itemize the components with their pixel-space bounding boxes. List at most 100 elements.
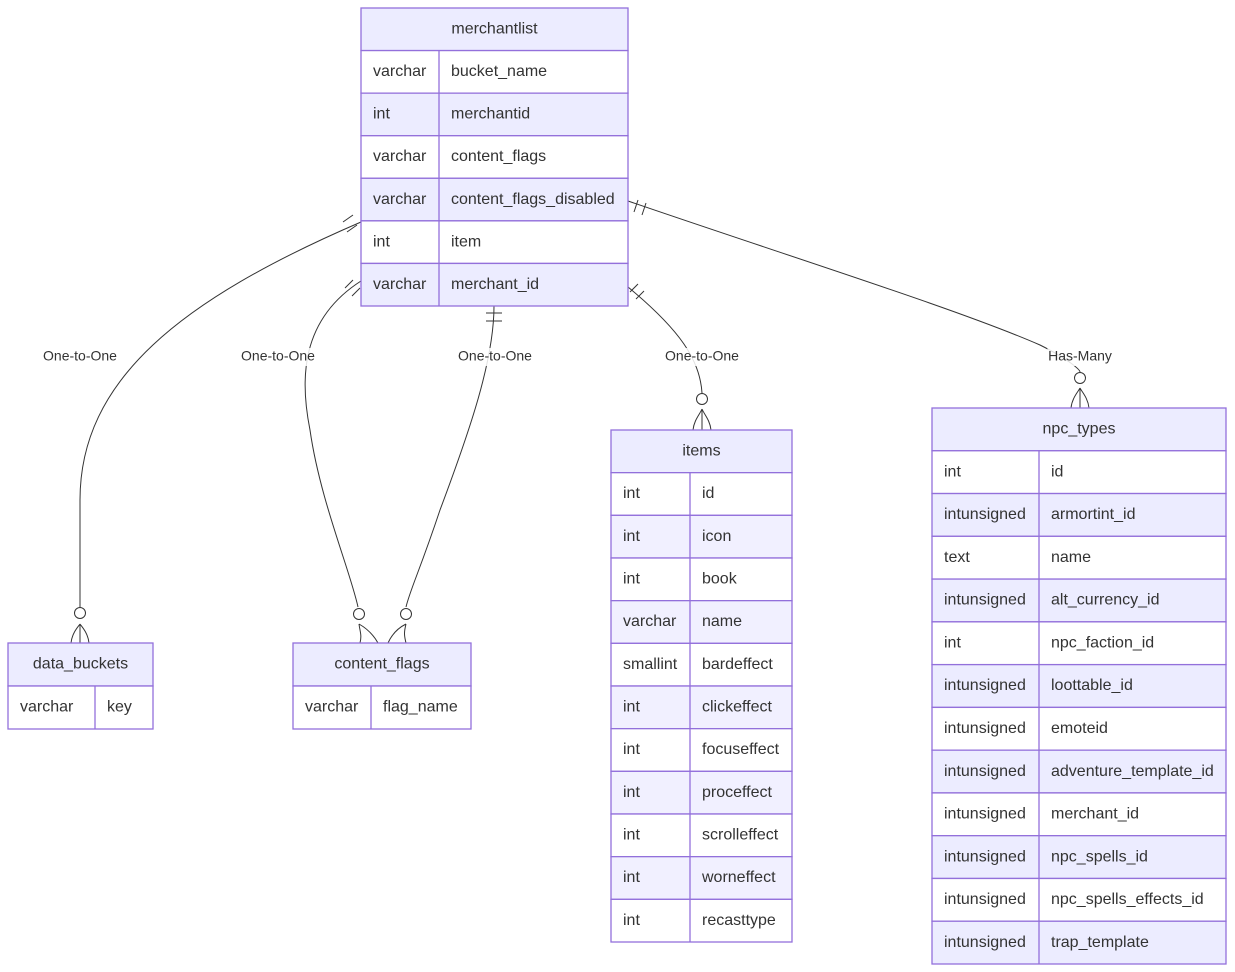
attribute-name: proceffect <box>702 784 773 801</box>
relationship-label-bg <box>455 348 535 366</box>
relationship-label: One-to-One <box>665 348 739 364</box>
attribute-name: npc_spells_effects_id <box>1051 891 1204 908</box>
attribute-name: emoteid <box>1051 720 1108 737</box>
attribute-row <box>931 835 1227 880</box>
attribute-name: book <box>702 571 738 588</box>
attribute-name: item <box>451 233 481 250</box>
relationship-line <box>627 200 1081 373</box>
attribute-row <box>610 642 793 687</box>
one-cardinality-marker <box>629 283 645 300</box>
relationship-5 <box>627 200 1081 373</box>
attribute-type: varchar <box>373 148 427 165</box>
attribute-row <box>931 450 1227 495</box>
attribute-type: int <box>944 634 961 651</box>
one-cardinality-marker <box>342 214 358 233</box>
attribute-name: loottable_id <box>1051 677 1133 694</box>
many-cardinality-marker <box>387 608 412 644</box>
attribute-name: recasttype <box>702 912 776 929</box>
attribute-row <box>610 728 793 772</box>
attribute-row <box>610 813 793 858</box>
attribute-row <box>610 557 793 602</box>
attribute-type: varchar <box>373 191 427 208</box>
attribute-name: bardeffect <box>702 656 773 673</box>
attribute-name: clickeffect <box>702 699 773 716</box>
attribute-row <box>360 135 629 179</box>
attribute-name: content_flags_disabled <box>451 191 615 208</box>
attribute-name: key <box>107 699 132 716</box>
attribute-row <box>360 177 629 222</box>
attribute-row <box>610 600 793 644</box>
relationship-4 <box>627 286 703 394</box>
many-cardinality-marker <box>692 393 712 431</box>
attribute-name: merchant_id <box>1051 806 1139 823</box>
relationship-2 <box>304 280 362 608</box>
attribute-type: varchar <box>373 63 427 80</box>
attribute-type: intunsigned <box>944 677 1026 694</box>
attribute-name: name <box>1051 549 1091 566</box>
attribute-name: npc_spells_id <box>1051 848 1148 865</box>
attribute-type: intunsigned <box>944 934 1026 951</box>
attribute-row <box>7 685 154 730</box>
attribute-type: int <box>623 912 640 929</box>
attribute-name: merchantid <box>451 106 530 123</box>
attribute-type: intunsigned <box>944 720 1026 737</box>
attribute-row <box>931 920 1227 965</box>
entity-header <box>360 7 629 52</box>
one-cardinality-marker <box>344 279 361 297</box>
entity-title: content_flags <box>334 656 429 673</box>
attribute-type: varchar <box>623 613 677 630</box>
attribute-type: intunsigned <box>944 806 1026 823</box>
attribute-row <box>360 220 629 265</box>
attribute-type: int <box>623 741 640 758</box>
attribute-name: trap_template <box>1051 934 1149 951</box>
attribute-name: merchant_id <box>451 276 539 293</box>
attribute-type: intunsigned <box>944 848 1026 865</box>
attribute-row <box>931 492 1227 537</box>
attribute-name: content_flags <box>451 148 546 165</box>
attribute-name: bucket_name <box>451 63 547 80</box>
attribute-type: text <box>944 549 970 566</box>
entity-header <box>292 642 472 687</box>
one-cardinality-marker <box>633 199 647 216</box>
many-cardinality-marker <box>353 608 379 644</box>
relationship-label-bg <box>662 348 742 366</box>
relationship-label: One-to-One <box>241 348 315 364</box>
attribute-type: int <box>623 784 640 801</box>
attribute-type: intunsigned <box>944 592 1026 609</box>
attribute-type: int <box>623 827 640 844</box>
relationship-1 <box>79 221 362 607</box>
attribute-type: varchar <box>305 699 359 716</box>
relationship-line <box>79 221 362 607</box>
attribute-name: focuseffect <box>702 741 780 758</box>
attribute-name: adventure_template_id <box>1051 763 1214 780</box>
attribute-row <box>931 792 1227 837</box>
attribute-row <box>931 663 1227 709</box>
relationship-line <box>627 286 703 394</box>
entity-title: merchantlist <box>451 21 538 38</box>
relationship-label-bg <box>1047 348 1113 366</box>
entity-title: npc_types <box>1043 421 1116 438</box>
one-cardinality-marker <box>486 312 502 322</box>
entity-header <box>7 642 154 687</box>
entity-title: data_buckets <box>33 656 128 673</box>
attribute-name: npc_faction_id <box>1051 634 1154 651</box>
attribute-name: id <box>1051 463 1063 480</box>
attribute-type: int <box>373 233 390 250</box>
attribute-name: alt_currency_id <box>1051 592 1160 609</box>
attribute-type: int <box>623 571 640 588</box>
attribute-type: int <box>623 485 640 502</box>
attribute-name: flag_name <box>383 699 458 716</box>
attribute-row <box>610 856 793 900</box>
entity-header <box>610 429 793 474</box>
attribute-row <box>931 621 1227 666</box>
attribute-type: int <box>623 528 640 545</box>
relationship-line <box>304 280 362 608</box>
relationship-label: One-to-One <box>43 348 117 364</box>
attribute-row <box>931 535 1227 580</box>
attribute-type: intunsigned <box>944 891 1026 908</box>
